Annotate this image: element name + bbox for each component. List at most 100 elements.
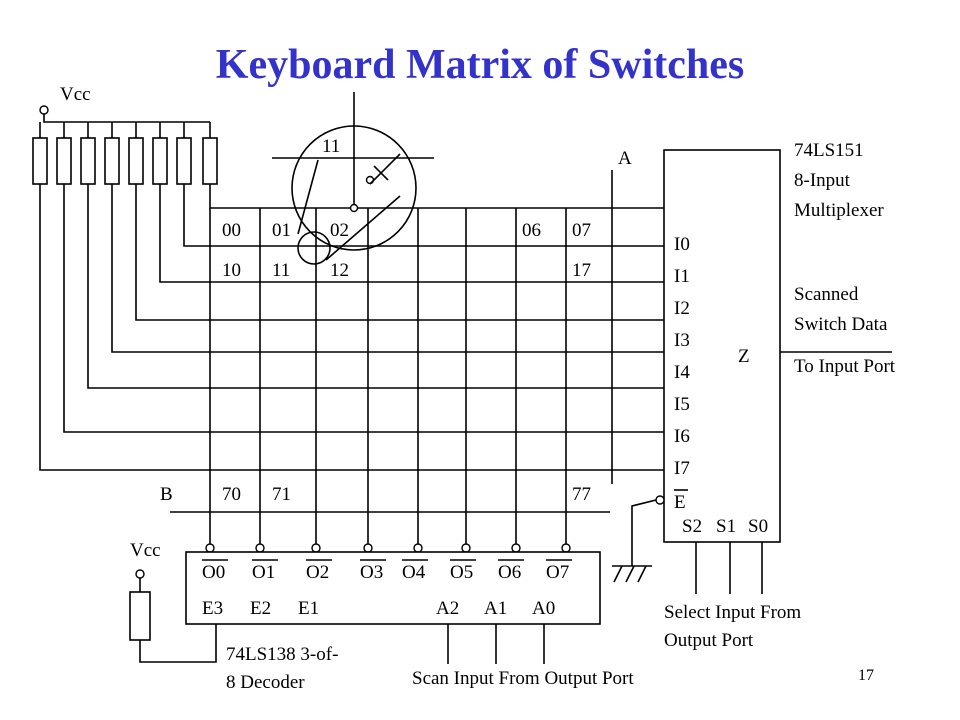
- ground-hatch-2: [625, 565, 635, 583]
- page-number: 17: [858, 667, 874, 684]
- decoder-output-bubble-1: [255, 543, 265, 553]
- switch-magnifier: 11: [272, 92, 434, 265]
- decoder-address-a0: A0: [532, 598, 555, 619]
- multiplexer-body: [663, 149, 781, 543]
- magnifier-focus-circle: [297, 231, 331, 265]
- multiplexer-input-i1: I1: [674, 266, 690, 287]
- row-line-7: [39, 184, 664, 471]
- matrix-key-labels: 00 01 02 06 07 10 11 12 17 70 71 77: [222, 220, 591, 505]
- decoder-enable-e2: E2: [250, 598, 271, 619]
- vcc-top-terminal: [39, 105, 49, 115]
- row-line-1: [183, 184, 664, 247]
- row-line-6: [63, 184, 664, 433]
- key-01-label: 01: [272, 220, 291, 241]
- decoder-output-bubble-4: [413, 543, 423, 553]
- multiplexer-input-i7: I7: [674, 458, 690, 479]
- select-s0-label: S0: [748, 516, 768, 537]
- decoder-output-bubble-7: [561, 543, 571, 553]
- multiplexer-part-number: 74LS151: [794, 140, 864, 161]
- key-00-label: 00: [222, 220, 241, 241]
- scan-input-label: Scan Input From Output Port: [412, 668, 634, 689]
- select-s1-label: S1: [716, 516, 736, 537]
- pullup-resistor-4: [128, 137, 144, 185]
- select-input-line2: Output Port: [664, 630, 754, 651]
- key-07-label: 07: [572, 220, 591, 241]
- multiplexer-input-i6: I6: [674, 426, 690, 447]
- decoder-output-o4: O4: [402, 562, 426, 583]
- to-input-port-label: To Input Port: [794, 356, 896, 377]
- row-line-5: [87, 184, 664, 389]
- pullup-resistor-5: [152, 137, 168, 185]
- decoder-output-o3: O3: [360, 562, 383, 583]
- key-71-label: 71: [272, 484, 291, 505]
- line-b-label: B: [160, 484, 173, 505]
- decoder-output-bubble-5: [461, 543, 471, 553]
- key-02-label: 02: [330, 220, 349, 241]
- enable-ground-wire: [631, 499, 657, 566]
- row-line-3: [135, 184, 664, 321]
- decoder-output-o0: O0: [202, 562, 225, 583]
- page-title: Keyboard Matrix of Switches: [216, 42, 744, 88]
- key-10-label: 10: [222, 260, 241, 281]
- matrix-column-lines: [205, 208, 571, 553]
- decoder-output-bubble-3: [363, 543, 373, 553]
- row-line-2: [159, 184, 664, 283]
- select-s2-label: S2: [682, 516, 702, 537]
- multiplexer-desc-line1: 8-Input: [794, 170, 851, 191]
- multiplexer-input-i0: I0: [674, 234, 690, 255]
- decoder-enable-e3: E3: [202, 598, 223, 619]
- switch-blade: [369, 153, 401, 185]
- decoder-output-o2: O2: [306, 562, 329, 583]
- pullup-resistor-3: [104, 137, 120, 185]
- pullup-resistor-network: Vcc: [32, 84, 218, 185]
- key-11-label: 11: [272, 260, 290, 281]
- scanned-data-line2: Switch Data: [794, 314, 888, 335]
- switch-contact-lower: [349, 203, 359, 213]
- matrix-row-lines: [39, 184, 664, 471]
- magnifier-lead-left: [297, 159, 319, 235]
- key-06-label: 06: [522, 220, 541, 241]
- vcc-bottom-terminal: [135, 569, 145, 579]
- multiplexer-input-i2: I2: [674, 298, 690, 319]
- decoder-output-o1: O1: [252, 562, 275, 583]
- multiplexer-enable-label: E: [674, 492, 686, 513]
- scanned-data-line1: Scanned: [794, 284, 859, 305]
- multiplexer-input-i5: I5: [674, 394, 690, 415]
- enable-pullup-wire: [139, 624, 217, 663]
- key-12-label: 12: [330, 260, 349, 281]
- row-line-4: [111, 184, 664, 353]
- line-a-label: A: [618, 148, 632, 169]
- key-17-label: 17: [572, 260, 591, 281]
- ground-hatch-3: [637, 565, 647, 583]
- decoder-output-o6: O6: [498, 562, 521, 583]
- row-line-0: [209, 184, 664, 209]
- decoder-address-a1: A1: [484, 598, 507, 619]
- vcc-top-label: Vcc: [60, 84, 91, 105]
- decoder-part-line1: 74LS138 3-of-: [226, 644, 338, 665]
- decoder-output-bubble-2: [311, 543, 321, 553]
- ground-hatch-1: [613, 565, 623, 583]
- pullup-resistor-6: [176, 137, 192, 185]
- switch-key-label: 11: [322, 136, 340, 157]
- pullup-resistor-2: [80, 137, 96, 185]
- enable-bubble: [655, 495, 665, 505]
- pullup-resistor-1: [56, 137, 72, 185]
- decoder-output-bubble-0: [205, 543, 215, 553]
- magnifier-lead-right: [325, 195, 401, 261]
- vcc-bottom-label: Vcc: [130, 540, 161, 561]
- pullup-resistors: [32, 122, 218, 185]
- decoder-output-bubble-6: [511, 543, 521, 553]
- decoder-output-o7: O7: [546, 562, 569, 583]
- decoder-address-a2: A2: [436, 598, 459, 619]
- decoder-part-line2: 8 Decoder: [226, 672, 305, 693]
- select-input-line1: Select Input From: [664, 602, 801, 623]
- decoder-body: [185, 551, 601, 625]
- switch-blade-tick: [373, 165, 389, 181]
- decoder-enable-e1: E1: [298, 598, 319, 619]
